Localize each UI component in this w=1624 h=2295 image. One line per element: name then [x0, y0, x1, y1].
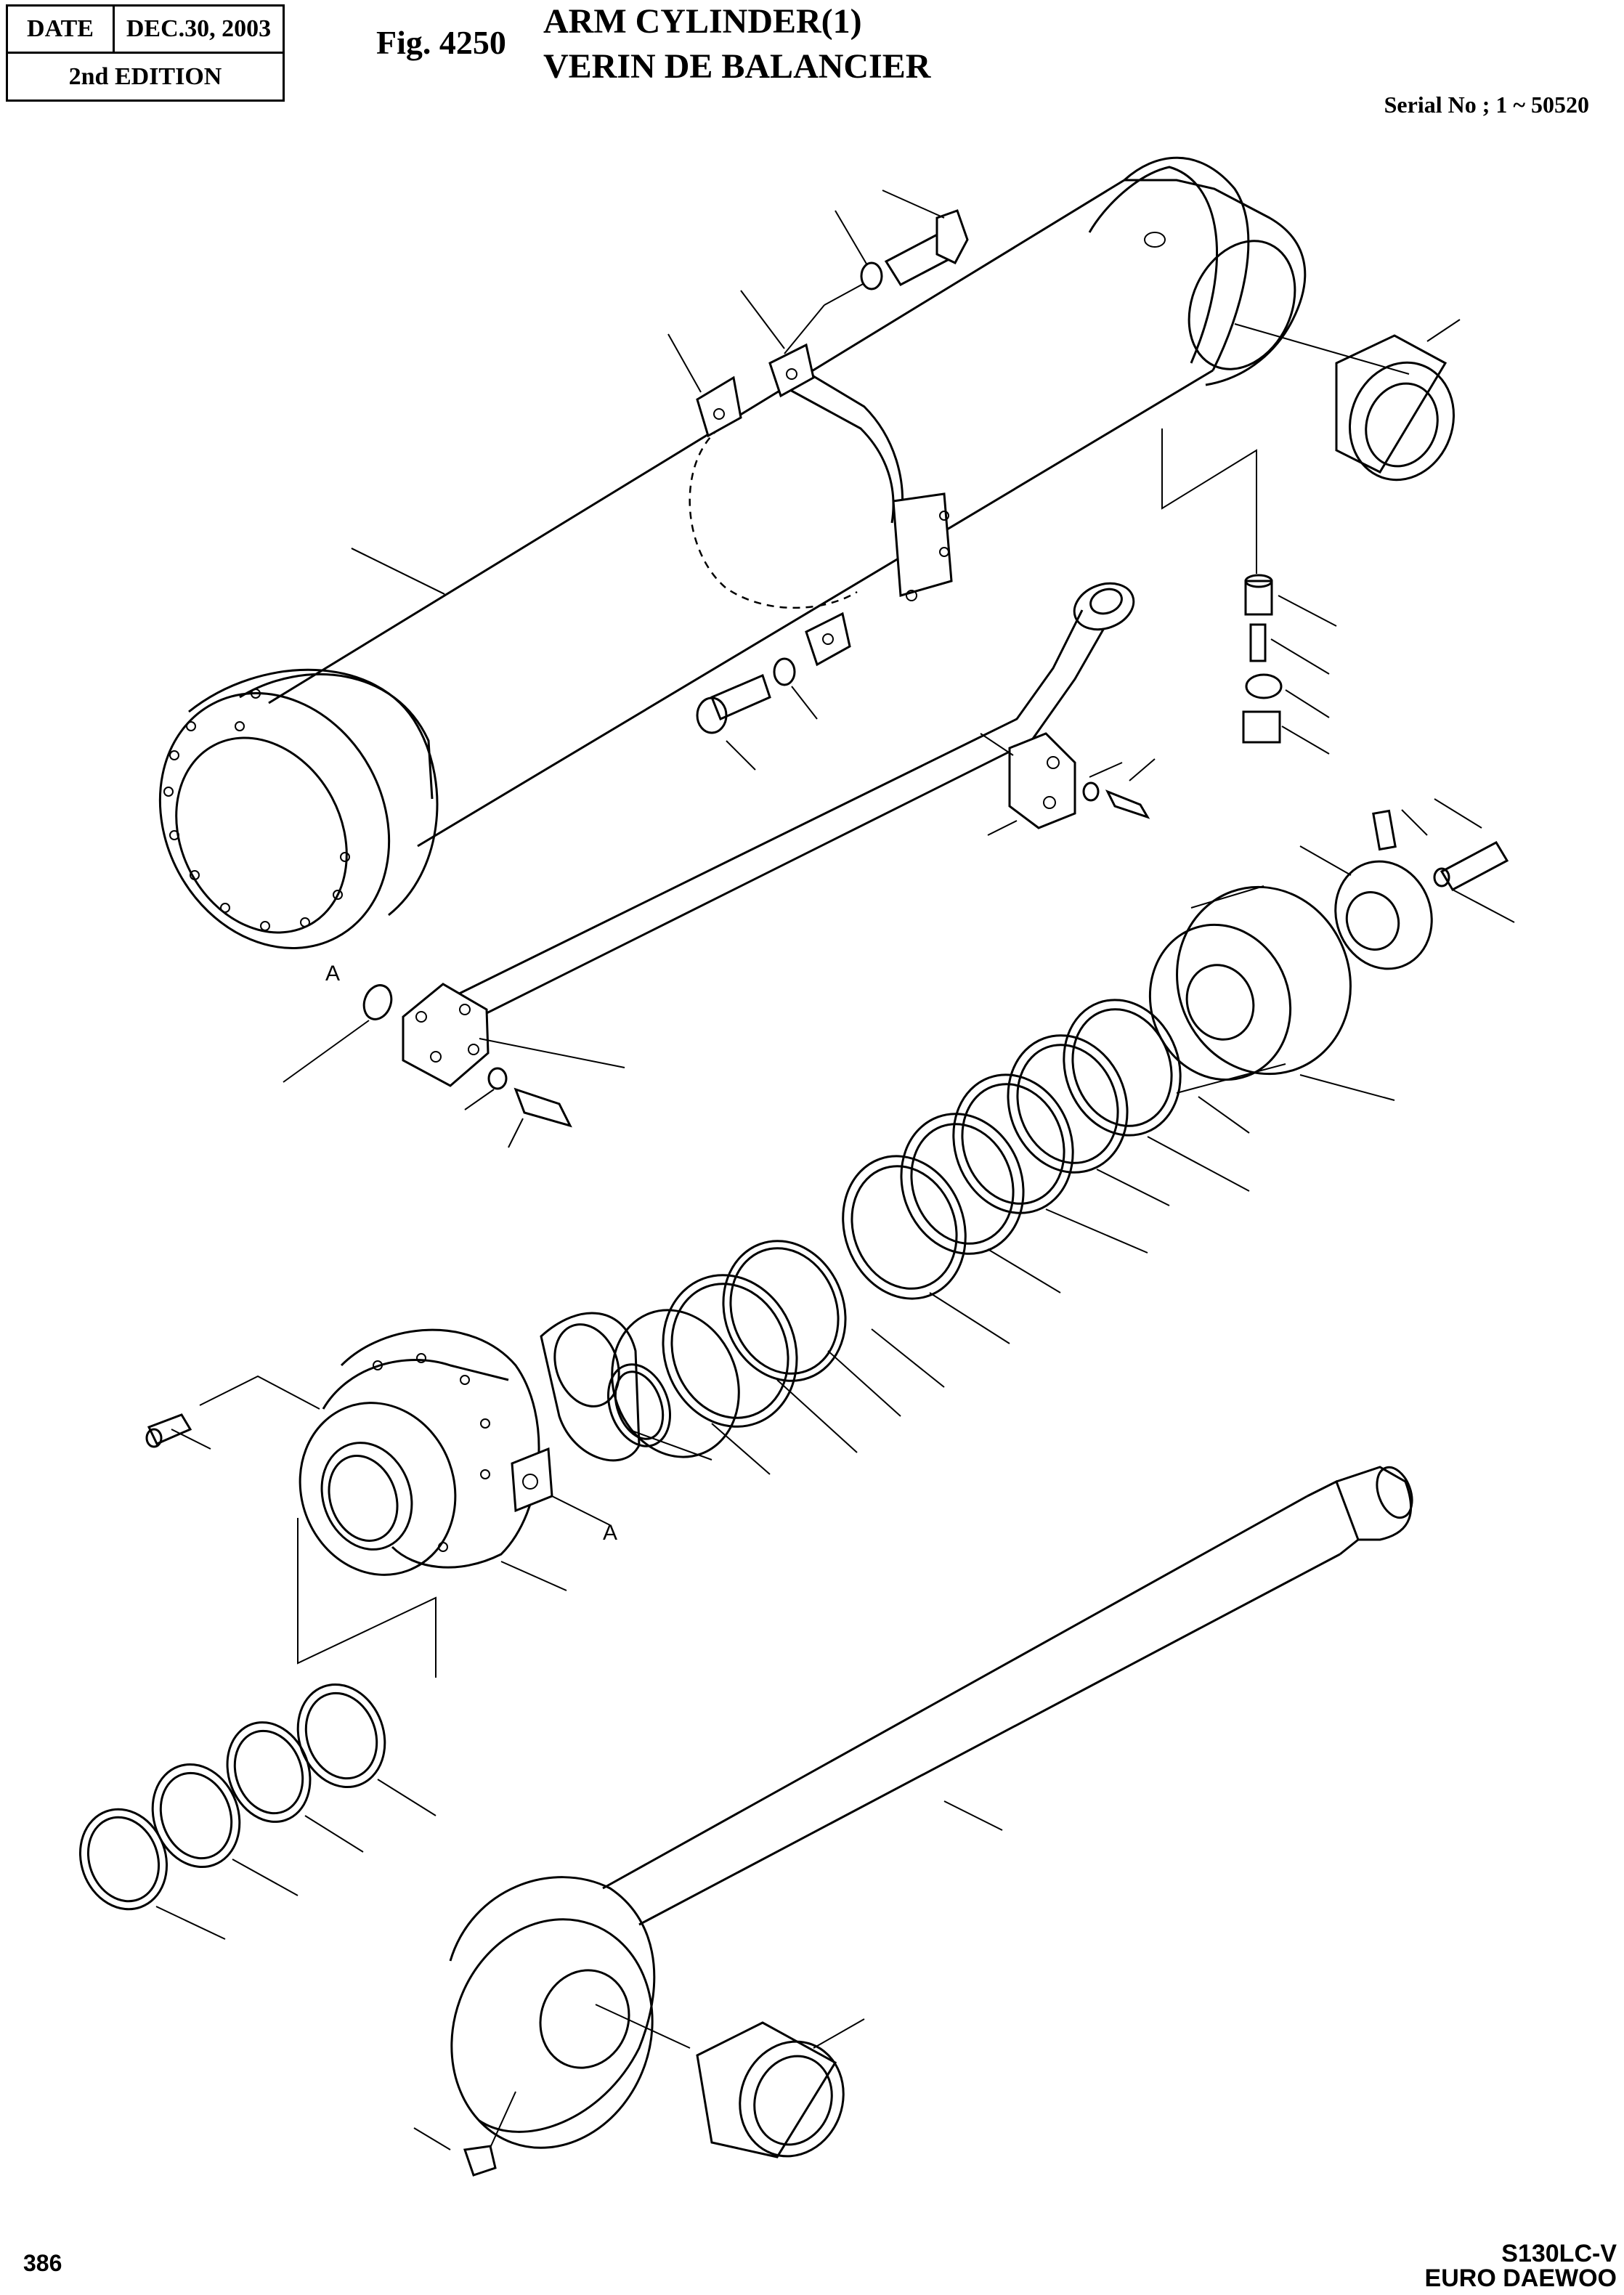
piston-rod	[413, 1466, 1413, 2177]
port-label-upper: A	[325, 962, 340, 986]
pipe-line	[283, 582, 1156, 1148]
date-label: DATE	[8, 7, 115, 52]
rod-seal-rings	[78, 1518, 437, 1940]
model-name: S130LC-V	[1501, 2240, 1617, 2267]
date-value: DEC.30, 2003	[126, 15, 272, 42]
head-pin-bushing	[1335, 319, 1461, 482]
check-valve-parts	[1161, 428, 1337, 755]
title-french: VERIN DE BALANCIER	[543, 47, 931, 86]
rod-cover-gland	[145, 1328, 611, 1591]
edition-label: 2nd EDITION	[68, 63, 222, 90]
port-label-lower: A	[603, 1521, 617, 1545]
brand-name: EURO DAEWOO	[1424, 2264, 1617, 2292]
rod-pin-bushing	[696, 2018, 865, 2158]
serial-range: Serial No ; 1 ~ 50520	[1384, 92, 1589, 118]
footer-model-block: S130LC-V EURO DAEWOO	[1425, 2241, 1617, 2291]
title-english: ARM CYLINDER(1)	[543, 2, 862, 41]
header-date-row	[8, 7, 283, 54]
page-number: 386	[23, 2250, 62, 2276]
figure-number: Fig. 4250	[376, 24, 506, 61]
header-info-box: DATE DEC.30, 2003 2nd EDITION	[6, 4, 285, 102]
piston-assembly	[540, 798, 1515, 1475]
cylinder-tube	[158, 156, 1410, 949]
